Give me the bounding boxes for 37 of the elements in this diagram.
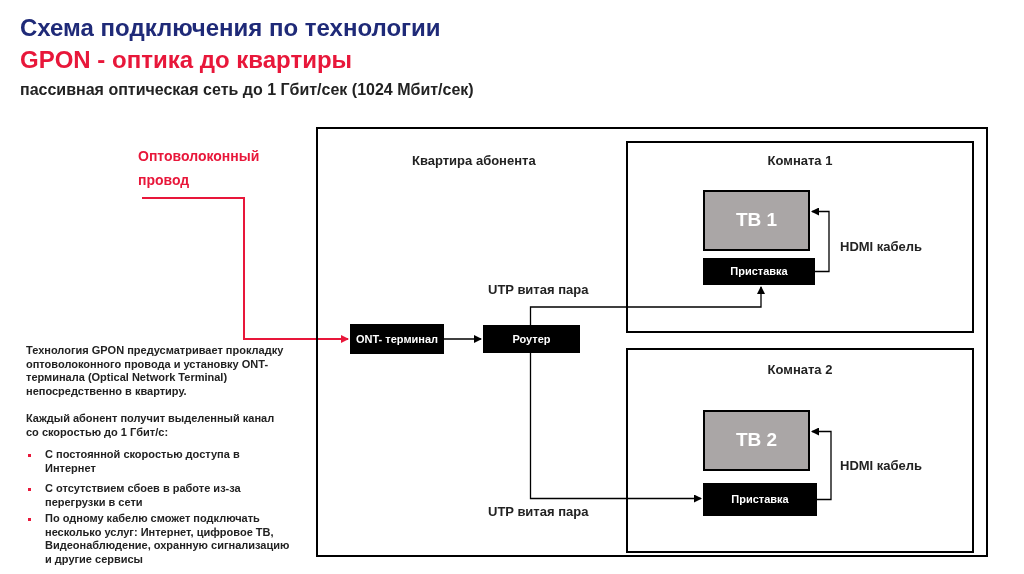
bullet-text: С отсутствием сбоев в работе из-за перегрузки в сети (45, 482, 242, 509)
box-label: Приставка (731, 492, 789, 508)
arrow (811, 207, 830, 273)
tv-box (703, 190, 810, 251)
frame-title: Комната 2 (766, 361, 834, 379)
room-frame (626, 348, 974, 553)
room-frame (626, 141, 974, 333)
edge-label: HDMI кабель (840, 457, 923, 475)
bullet-text: С постоянной скоростью доступа в Интернет (45, 448, 241, 475)
box-label: Роутер (512, 331, 551, 347)
description-text: Технология GPON предусматривает прокладку оптоволоконного провода и установку ONT-терминала (Optical Network Terminal) непосредственно в квартиру. (26, 344, 285, 398)
subtitle: пассивная оптическая сеть до 1 Гбит/сек (1024 Мбит/сек) (20, 80, 474, 100)
tv-box (703, 410, 810, 471)
box-label: ТВ 2 (735, 428, 778, 453)
heading: GPON - оптика до квартиры (20, 45, 353, 75)
box-label: ONT- терминал (354, 332, 440, 346)
arrow (811, 427, 832, 501)
description-text: Каждый абонент получит выделенный канал со скоростью до 1 Гбит/с: (26, 412, 276, 439)
arrow (529, 352, 702, 503)
arrow (443, 335, 482, 343)
router-box (483, 325, 580, 353)
arrow (529, 286, 765, 326)
arrow (141, 197, 349, 343)
set-top-box (703, 258, 815, 285)
edge-label: HDMI кабель (840, 238, 923, 256)
bullet-text: По одному кабелю сможет подключать несколько услуг: Интернет, цифровое ТВ, Видеонаблюдение, охранную сигнализацию и другие сервисы (45, 512, 290, 566)
cable-label: Оптоволоконный провод (138, 148, 260, 188)
title: Схема подключения по технологии (20, 13, 441, 43)
box-label: ТВ 1 (735, 208, 778, 233)
set-top-box (703, 483, 817, 516)
edge-label: UTP витая пара (488, 503, 589, 521)
apartment-frame (316, 127, 988, 557)
frame-title: Квартира абонента (412, 152, 536, 170)
edge-label: UTP витая пара (488, 281, 589, 299)
ont-terminal-box (350, 324, 444, 354)
box-label: Приставка (730, 264, 788, 280)
frame-title: Комната 1 (766, 152, 834, 170)
